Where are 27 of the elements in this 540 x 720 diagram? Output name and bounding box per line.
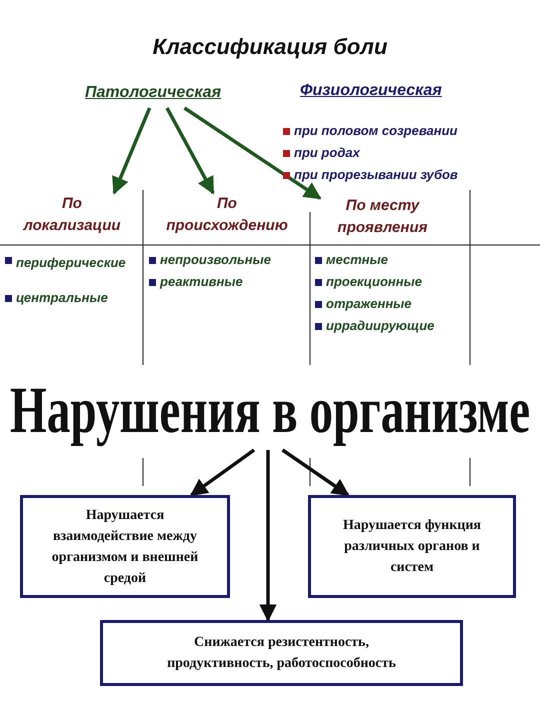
- list-item: центральные: [4, 290, 108, 305]
- bullet-item: при половом созревании: [282, 123, 458, 138]
- category-heading: Патологическая: [60, 84, 246, 108]
- text-box: Нарушается взаимодействие между организмом и внешней средой: [20, 495, 230, 598]
- column-header: По происхождению: [160, 193, 294, 237]
- text-box: Снижается резистентность, продуктивность, работоспособность: [100, 620, 463, 686]
- bullet-item: при прорезывании зубов: [282, 167, 458, 182]
- list-item: непроизвольные: [148, 252, 271, 267]
- arrow: [166, 107, 215, 195]
- category-heading: Физиологическая: [300, 82, 442, 100]
- arrow: [190, 448, 256, 496]
- section-heading: Нарушения в организме: [10, 372, 530, 450]
- arrow: [184, 106, 322, 200]
- list-item: отраженные: [314, 296, 412, 311]
- list-item: периферические: [4, 252, 138, 274]
- list-item: иррадиирующие: [314, 318, 434, 333]
- arrow: [259, 450, 277, 622]
- arrow: [282, 448, 350, 496]
- list-item: местные: [314, 252, 388, 267]
- diagram-title: Классификация боли: [152, 34, 388, 60]
- list-item: реактивные: [148, 274, 243, 289]
- text-box: Нарушается функция различных органов и систем: [308, 495, 516, 598]
- bullet-item: при родах: [282, 145, 360, 160]
- list-item: проекционные: [314, 274, 422, 289]
- column-header: По месту проявления: [320, 195, 445, 241]
- column-header: По локализации: [20, 193, 124, 237]
- arrow: [112, 107, 152, 195]
